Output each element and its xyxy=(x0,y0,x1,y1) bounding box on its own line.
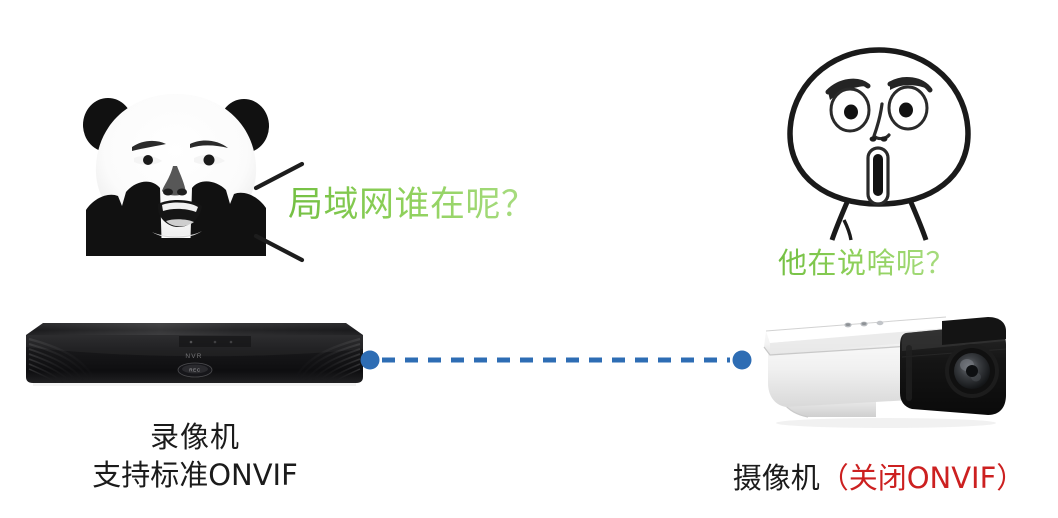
camera-label-name: 摄像机 xyxy=(732,461,820,495)
network-dashed-link xyxy=(360,345,752,375)
svg-text:NVR: NVR xyxy=(185,353,202,360)
confused-face-meme xyxy=(772,42,986,242)
panda-face-meme xyxy=(78,88,274,256)
lan-question-text: 局域网谁在呢？ xyxy=(288,185,537,225)
nvr-label: 录像机 支持标准ONVIF xyxy=(0,418,390,494)
what-saying-question-text: 他在说啥呢？ xyxy=(778,246,956,280)
nvr-recorder-icon: NVR REC xyxy=(19,313,370,390)
camera-label: 摄像机（关闭ONVIF） xyxy=(700,458,1058,498)
nvr-label-support: 支持标准ONVIF xyxy=(92,458,298,492)
svg-text:REC: REC xyxy=(189,368,201,373)
camera-label-onvif-status: （关闭ONVIF） xyxy=(819,461,1026,495)
bullet-camera-icon xyxy=(756,313,1040,429)
speed-lines-icon xyxy=(252,158,310,266)
nvr-label-name: 录像机 xyxy=(149,420,240,454)
